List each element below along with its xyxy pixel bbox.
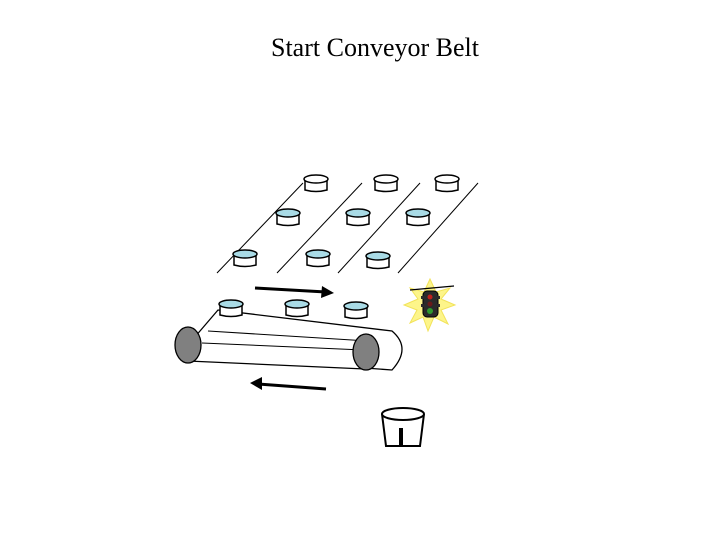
staged-cups (232, 174, 460, 270)
bin-icon (381, 407, 425, 447)
cup-filled (284, 299, 310, 318)
cup-filled (275, 208, 301, 227)
lane-line-4 (397, 182, 479, 274)
cup-filled (343, 301, 369, 320)
cup-filled (405, 208, 431, 227)
conveyor-belt (174, 309, 403, 371)
staging-lanes (216, 182, 479, 274)
cup-filled (365, 251, 391, 270)
slide-title: Start Conveyor Belt (271, 33, 479, 62)
lane-line-2 (276, 182, 363, 274)
cup-filled (345, 208, 371, 227)
roller-right (352, 333, 380, 371)
cup-filled (232, 249, 258, 268)
arrow-right-icon (254, 286, 334, 298)
cup-empty (434, 174, 460, 193)
lane-line-1 (216, 182, 304, 274)
cup-filled (218, 299, 244, 318)
roller-left (174, 326, 202, 364)
belt-cups (218, 299, 369, 320)
cup-empty (373, 174, 399, 193)
traffic-light-icon (402, 277, 457, 333)
cup-filled (305, 249, 331, 268)
cup-empty (303, 174, 329, 193)
arrow-left-icon (250, 377, 327, 391)
lane-line-3 (337, 182, 421, 274)
